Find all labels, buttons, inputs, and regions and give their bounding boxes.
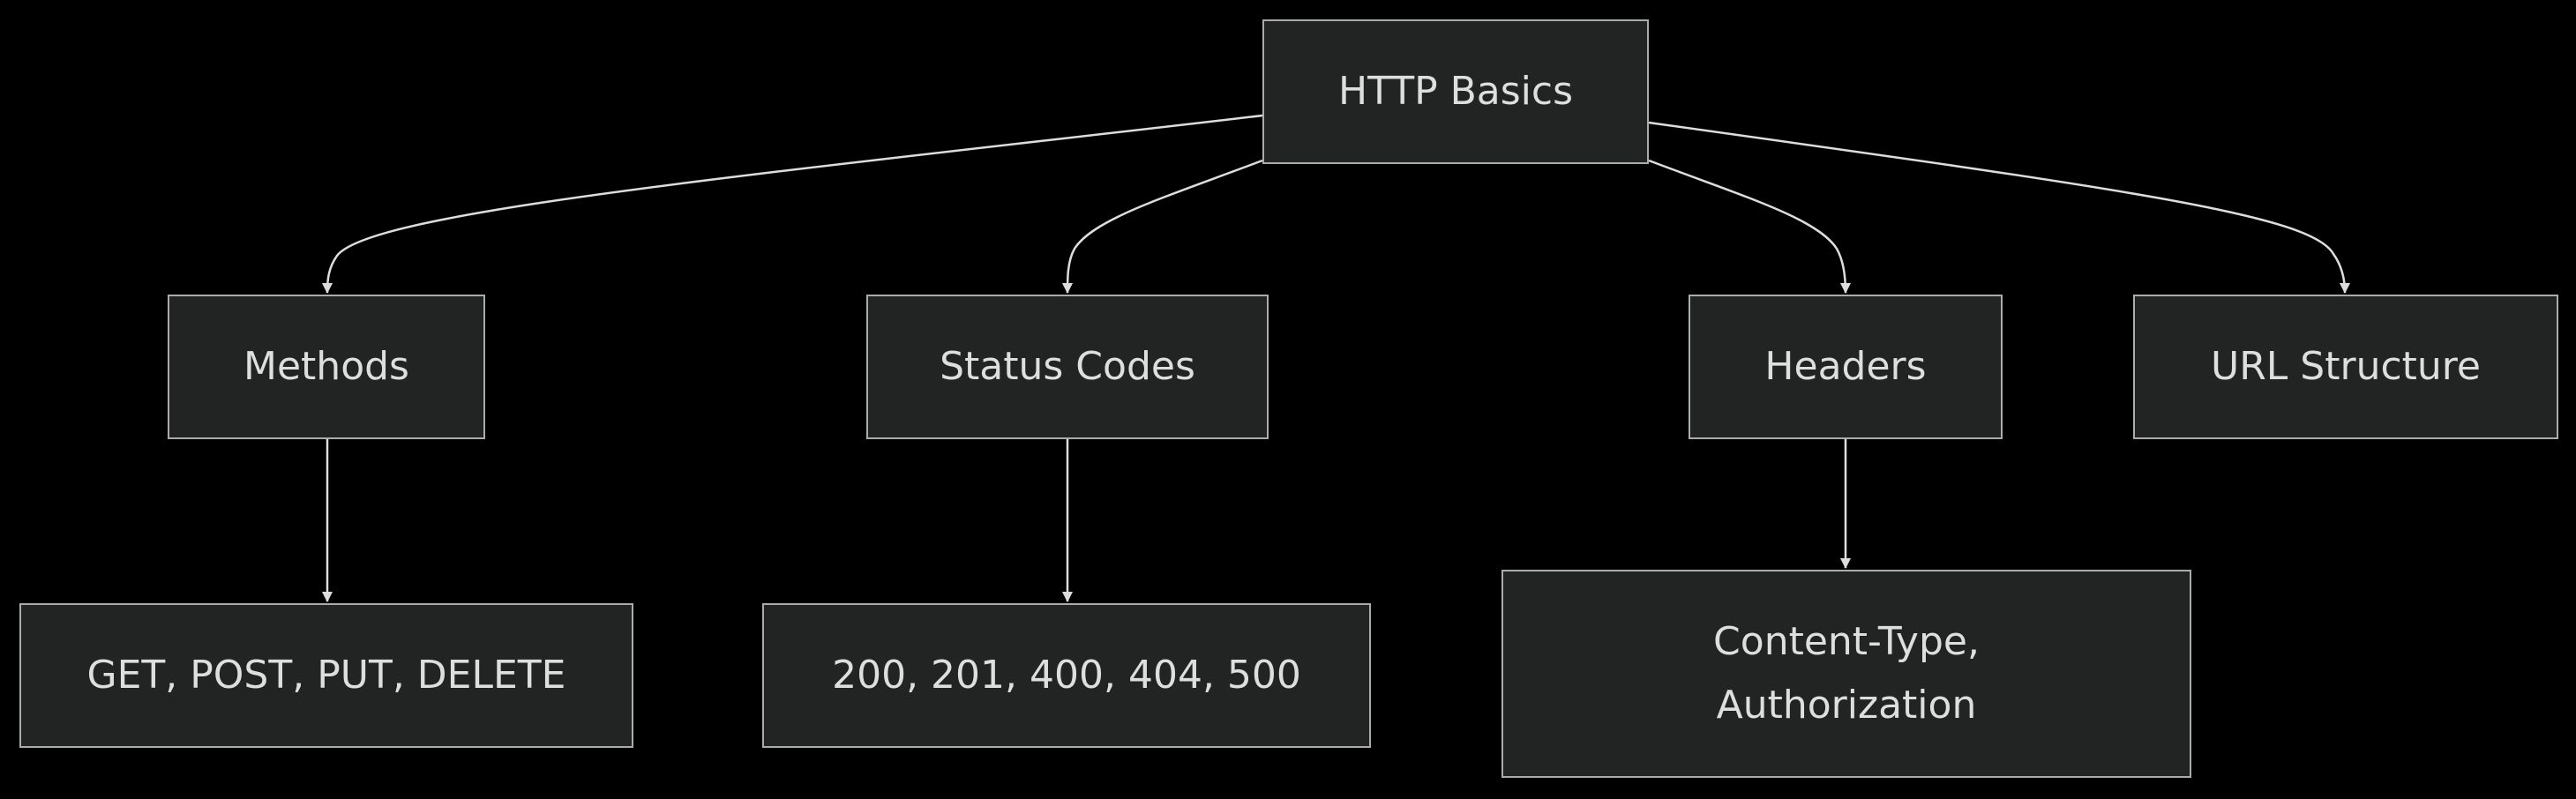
- node-headers-list: Content-Type, Authorization: [1501, 570, 2191, 778]
- node-status-codes-list: 200, 201, 400, 404, 500: [762, 603, 1371, 748]
- edge-root-to-status: [1062, 159, 1263, 294]
- node-headers-list-line-1: Content-Type,: [1713, 619, 1980, 664]
- node-headers-list-text: Content-Type, Authorization: [1713, 610, 1980, 737]
- node-status-codes-label: Status Codes: [940, 344, 1195, 389]
- node-headers-label: Headers: [1764, 344, 1927, 389]
- edge-root-to-headers: [1648, 159, 1851, 294]
- node-headers: Headers: [1689, 295, 2003, 439]
- edge-root-to-url: [1648, 121, 2350, 294]
- node-status-codes-list-label: 200, 201, 400, 404, 500: [832, 653, 1301, 698]
- node-headers-list-line-2: Authorization: [1716, 683, 1977, 728]
- node-url-structure: URL Structure: [2133, 295, 2558, 439]
- node-methods-list: GET, POST, PUT, DELETE: [19, 603, 633, 748]
- node-methods-label: Methods: [243, 344, 409, 389]
- edge-root-to-methods: [322, 114, 1263, 294]
- node-methods-list-label: GET, POST, PUT, DELETE: [86, 653, 566, 698]
- node-url-structure-label: URL Structure: [2211, 344, 2481, 389]
- node-http-basics-label: HTTP Basics: [1338, 69, 1573, 114]
- node-methods: Methods: [168, 295, 485, 439]
- node-http-basics: HTTP Basics: [1262, 19, 1649, 164]
- node-status-codes: Status Codes: [866, 295, 1269, 439]
